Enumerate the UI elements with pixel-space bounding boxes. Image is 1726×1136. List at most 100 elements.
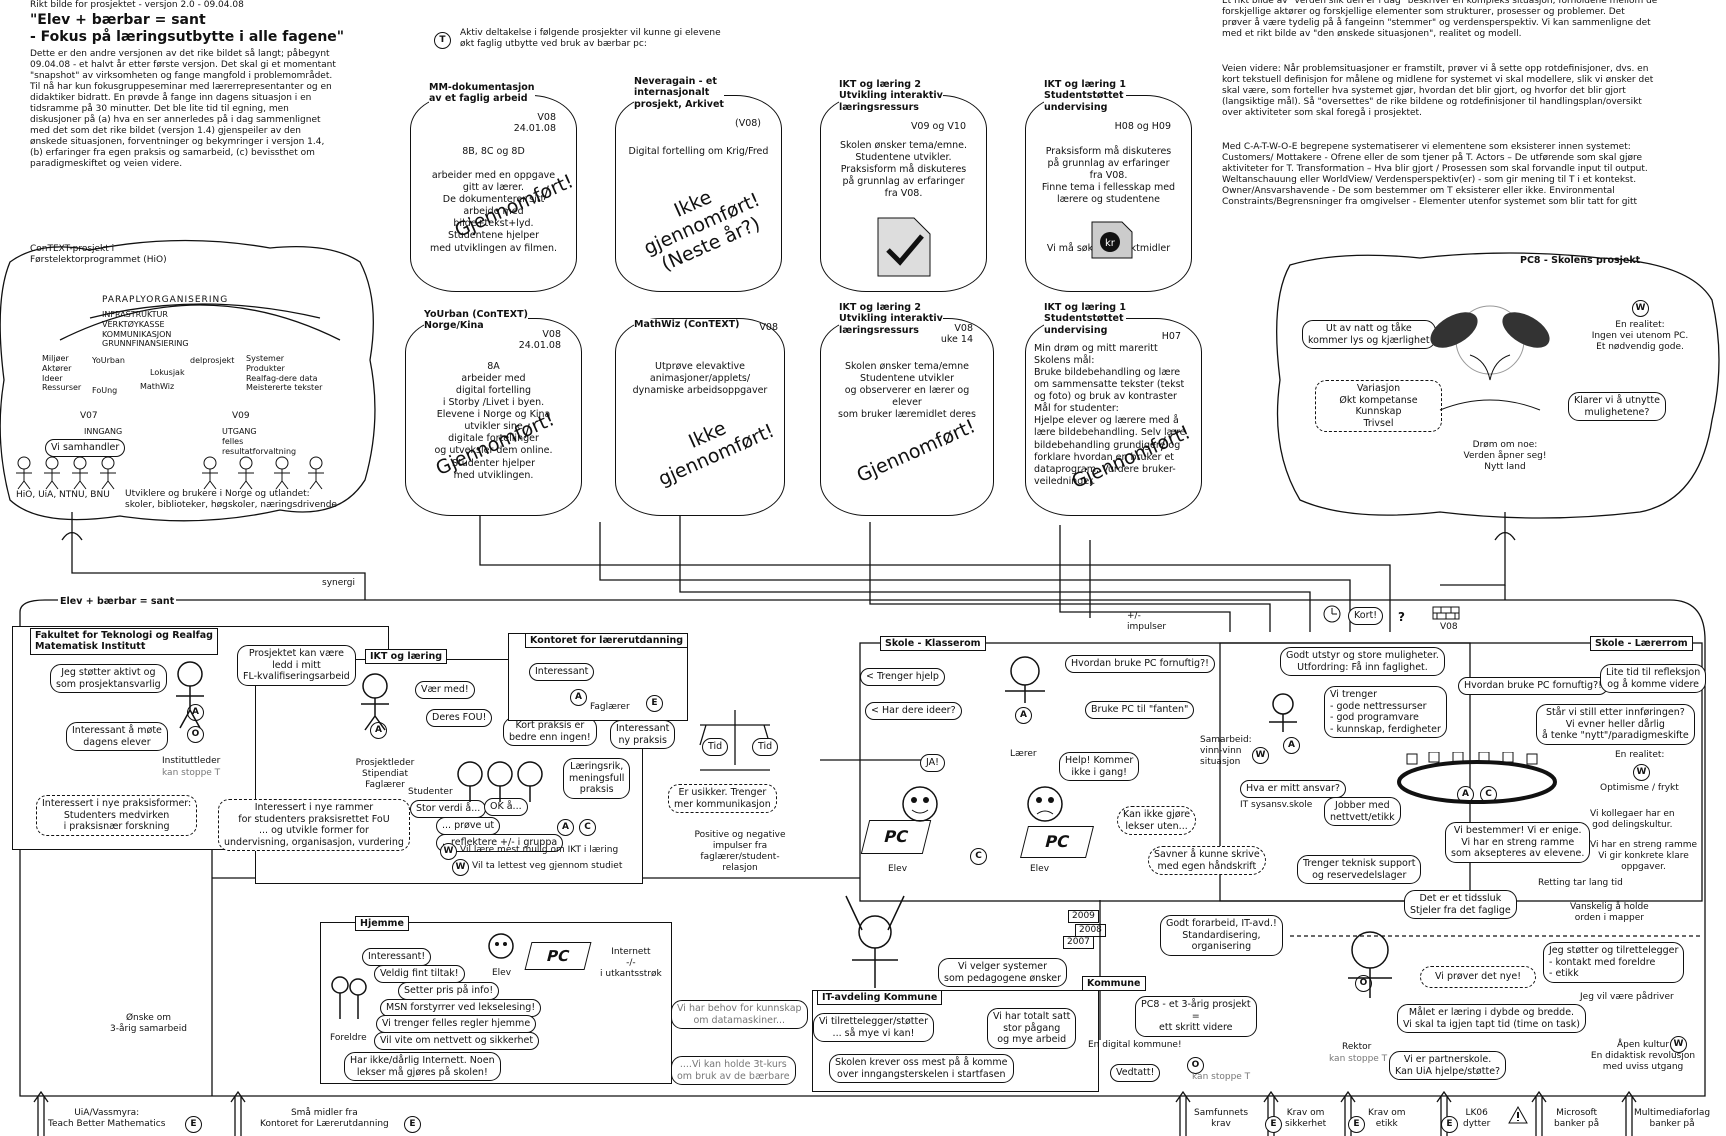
kommune-digital: En digital kommune! bbox=[1088, 1040, 1182, 1050]
intro-catwoe: Med C-A-T-W-O-E begrepene systematiserer… bbox=[1222, 142, 1648, 207]
bottom-samfunn: Samfunnets krav bbox=[1194, 1108, 1249, 1129]
rektor-partner: Vi er partnerskole. Kan UiA hjelpe/støtt… bbox=[1389, 1051, 1507, 1081]
question-mark: ? bbox=[1398, 610, 1405, 624]
flow-label: YoUrban bbox=[92, 356, 125, 365]
faculty-stop: kan stoppe T bbox=[162, 768, 221, 778]
project-neveragain[interactable]: Neveragain - et internasjonalt prosjekt,… bbox=[615, 76, 782, 292]
bottom-uia: UiA/Vassmyra: Teach Better Mathematics bbox=[48, 1108, 166, 1129]
klasserom-samarbeid: Samarbeid: vinn-vinn situasjon bbox=[1200, 735, 1252, 767]
project-stamp: Ikke gjennomført! bbox=[654, 417, 778, 491]
actor-marker: A bbox=[557, 819, 574, 836]
rektor-support: Jeg støtter og tilrettelegger - kontakt … bbox=[1543, 942, 1685, 983]
impulser-label: +/- impulser bbox=[1127, 611, 1167, 632]
page-title: "Elev + bærbar = sant - Fokus på lærings… bbox=[30, 12, 345, 45]
it-avd-tag: IT-avdeling Kommune bbox=[817, 990, 943, 1006]
project-title: IKT og læring 1 Studentstøttet undervisi… bbox=[1044, 302, 1126, 337]
kommune-stop: kan stoppe T bbox=[1192, 1072, 1251, 1082]
pc8-realitet: En realitet: Ingen vei utenom PC. Et nød… bbox=[1591, 320, 1689, 352]
rektor-stop: kan stoppe T bbox=[1329, 1054, 1388, 1064]
main-label: Elev + bærbar = sant bbox=[58, 596, 177, 608]
owner-marker: O bbox=[187, 726, 204, 743]
project-yourban[interactable]: YoUrban (ConTEXT) Norge/Kina V08 24.01.0… bbox=[405, 309, 582, 516]
inngang-label: INNGANG bbox=[84, 427, 123, 436]
hjemme-foreldre: Foreldre bbox=[330, 1033, 367, 1043]
v07-label: V07 bbox=[80, 411, 98, 421]
ikt-people: Prosjektleder Stipendiat Faglærer bbox=[355, 758, 415, 790]
klasserom-itsys: IT sysansv.skole bbox=[1240, 800, 1313, 810]
ikt-tryout-bubble: ... prøve ut bbox=[436, 817, 501, 835]
pc8-light-bubble: Ut av natt og tåke kommer lys og kjærlig… bbox=[1302, 320, 1436, 350]
project-ikt-laering-1-future[interactable]: IKT og læring 1 Studentstøttet undervisi… bbox=[1025, 79, 1192, 292]
klasserom-fanten: Bruke PC til "fanten" bbox=[1085, 701, 1195, 719]
flow-label: Lokusjak bbox=[150, 368, 185, 377]
scale-left: Tid bbox=[702, 738, 729, 756]
umbrella-items: INFRASTRUKTUR VERKTØYKASSE KOMMUNIKASJON… bbox=[102, 310, 189, 349]
project-stamp: Gjennomført! bbox=[853, 415, 979, 487]
project-version: V08 uke 14 bbox=[940, 323, 973, 345]
stick-figures-icon bbox=[16, 456, 324, 490]
partners-label: HiO, UiA, NTNU, BNU bbox=[16, 490, 110, 500]
hjemme-b7: Har ikke/dårlig Internett. Noen lekser m… bbox=[344, 1052, 501, 1082]
klasserom-handwriting: Savner å kunne skrive med egen håndskrif… bbox=[1148, 846, 1266, 876]
developers-label: Utviklere og brukere i Norge og utlandet… bbox=[125, 489, 337, 510]
header-version-line: Rikt bilde for prosjektet - versjon 2.0 … bbox=[30, 0, 244, 10]
project-body: 8A arbeider med digital fortelling i Sto… bbox=[434, 361, 553, 481]
project-body: Digital fortelling om Krig/Fred bbox=[628, 146, 769, 157]
laererrom-standstill: Står vi still etter innføringen? Vi evne… bbox=[1536, 704, 1695, 745]
actor-marker: A bbox=[1283, 737, 1300, 754]
context-inputs: Miljøer Aktører Ideer Ressurser bbox=[42, 354, 82, 393]
project-title: MathWiz (ConTEXT) bbox=[634, 319, 740, 331]
ikt-short-practice-bubble: Kort praksis er bedre enn ingen! bbox=[503, 717, 597, 747]
projects-intro: Aktiv deltakelse i følgende prosjekter v… bbox=[460, 28, 721, 49]
worldview-marker: W bbox=[1633, 764, 1650, 781]
project-mm-dokumentasjon[interactable]: MM-dokumentasjon av et faglig arbeid V08… bbox=[410, 82, 577, 292]
flow-label: FoUng bbox=[92, 386, 118, 395]
laererrom-decide: Vi bestemmer! Vi er enige. Vi har en str… bbox=[1445, 822, 1591, 863]
project-ikt-laering-2-future[interactable]: IKT og læring 2 Utvikling interaktiv lær… bbox=[820, 79, 987, 292]
project-version: V08 24.01.08 bbox=[518, 329, 561, 351]
project-ikt-laering-2-done[interactable]: IKT og læring 2 Utvikling interaktiv lær… bbox=[820, 302, 994, 516]
meeting-table-icon bbox=[1397, 752, 1557, 804]
person-icon bbox=[361, 673, 389, 731]
it-avd-knowledge: Vi har behov for kunnskap om datamaskine… bbox=[671, 1000, 808, 1030]
laererrom-retting: Retting tar lang tid bbox=[1538, 878, 1623, 888]
ikt-reflect-bubble: .. reflektere +/- i gruppa bbox=[436, 834, 564, 852]
bottom-microsoft: Microsoft banker på bbox=[1554, 1108, 1600, 1129]
hjemme-tag: Hjemme bbox=[355, 916, 409, 932]
hjemme-b3: Setter pris på info! bbox=[398, 982, 500, 1000]
parents-icon bbox=[331, 976, 367, 1019]
ikt-easy-way: Vil ta lettest veg gjennom studiet bbox=[472, 861, 623, 871]
klasserom-elev: Elev bbox=[1030, 864, 1050, 874]
faculty-title: Fakultet for Teknologi og Realfag Matema… bbox=[30, 628, 218, 655]
child-face-icon bbox=[488, 933, 514, 959]
document-check-icon bbox=[877, 217, 931, 277]
faculty-leader: Instituttleder bbox=[162, 756, 221, 766]
laererrom-needs: Vi trenger - gode nettressurser - god pr… bbox=[1324, 686, 1447, 739]
hjemme-b6: Vil vite om nettvett og sikkerhet bbox=[374, 1032, 540, 1050]
it-avd-b3: Skolen krever oss mest på å komme over i… bbox=[829, 1054, 1014, 1084]
project-mathwiz[interactable]: MathWiz (ConTEXT) V08 Utprøve elevaktive… bbox=[615, 318, 785, 516]
svg-text:kr: kr bbox=[1105, 238, 1116, 249]
project-ikt-laering-1-done[interactable]: IKT og læring 1 Studentstøttet undervisi… bbox=[1025, 302, 1202, 516]
laererrom-tag: Skole - Lærerrom bbox=[1590, 636, 1693, 652]
project-title: YoUrban (ConTEXT) Norge/Kina bbox=[424, 309, 528, 332]
rektor-culture: Åpen kultur En didaktisk revolusjon med … bbox=[1590, 1040, 1696, 1072]
hjemme-b1: Interessant! bbox=[362, 948, 432, 966]
intro-road-ahead: Veien videre: Når problemsituasjoner er … bbox=[1222, 64, 1654, 118]
laptop-icon: PC bbox=[1020, 826, 1094, 858]
kontoret-interessant: Interessant bbox=[529, 663, 595, 681]
ikt-join-bubble: Vær med! bbox=[415, 681, 475, 699]
customer-marker: C bbox=[970, 848, 987, 865]
project-title: MM-dokumentasjon av et faglig arbeid bbox=[429, 82, 535, 105]
actor-marker: A bbox=[570, 689, 587, 706]
klasserom-ja: JA! bbox=[920, 754, 945, 772]
v08-label: V08 bbox=[1440, 622, 1458, 632]
samhandler-bubble: Vi samhandler bbox=[45, 439, 126, 457]
synergi-label: synergi bbox=[322, 578, 356, 588]
context-title: ConTEXT-prosjekt i Førstelektorprogramme… bbox=[30, 244, 167, 265]
project-title: IKT og læring 1 Studentstøttet undervisi… bbox=[1044, 79, 1126, 114]
flow-label: MathWiz bbox=[140, 382, 175, 391]
laererrom-how-pc: Hvordan bruke PC fornuftig?! bbox=[1458, 677, 1608, 695]
laererrom-folders: Vanskelig å holde orden i mapper bbox=[1570, 902, 1649, 923]
pc8-dream: Drøm om noe: Verden åpner seg! Nytt land bbox=[1463, 440, 1547, 472]
